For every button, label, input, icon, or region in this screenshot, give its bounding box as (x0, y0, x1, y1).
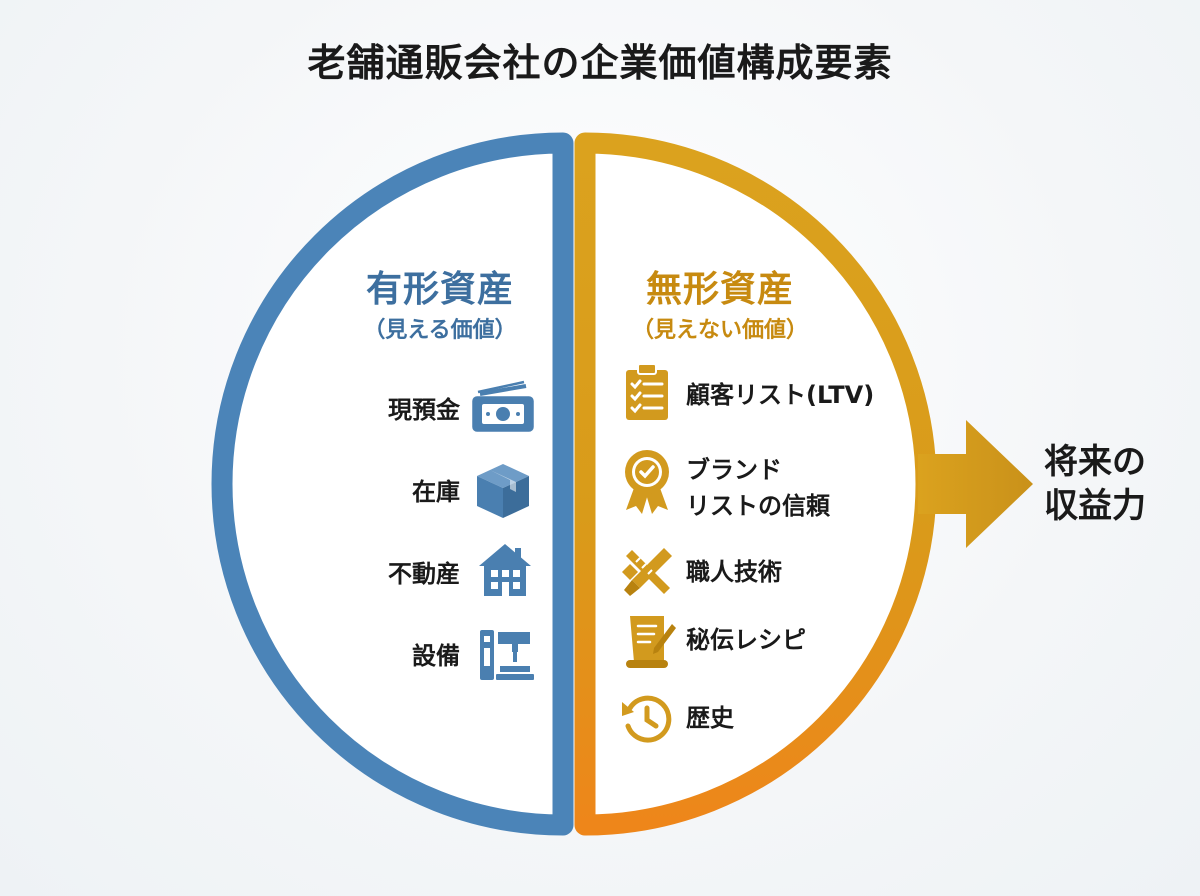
cash-icon (472, 380, 534, 432)
tangible-item-cash: 現預金 (388, 396, 460, 424)
tangible-item-equipment: 設備 (412, 642, 460, 670)
intangible-item-history: 歴史 (686, 704, 734, 732)
box-icon (477, 464, 529, 518)
tangible-item-real-estate: 不動産 (388, 560, 460, 588)
tangible-subheading: （見える価値） (363, 318, 517, 343)
intangible-heading: 無形資産 (645, 269, 794, 310)
tangible-item-inventory: 在庫 (412, 478, 460, 506)
page-title: 老舗通販会社の企業価値構成要素 (307, 41, 893, 85)
craft-tools-icon (622, 548, 672, 596)
clipboard-icon (626, 363, 668, 420)
future-earnings-label: 将来の 収益力 (1044, 440, 1174, 528)
brand-trust-line-2: リストの信頼 (686, 492, 830, 520)
scroll-icon (626, 616, 676, 668)
intangible-item-customer-list: 顧客リスト(LTV) (686, 381, 875, 409)
intangible-item-secret-recipe: 秘伝レシピ (686, 626, 806, 654)
future-line-1: 将来の (1044, 442, 1146, 482)
future-line-2: 収益力 (1044, 486, 1146, 526)
intangible-item-brand-trust: ブランド リストの信頼 (686, 452, 886, 524)
tangible-heading: 有形資産 (365, 269, 514, 310)
intangible-subheading: （見えない価値） (631, 318, 808, 343)
arrow-right-icon (918, 420, 1033, 548)
tangible-half-circle (211, 132, 574, 836)
machine-icon (480, 630, 534, 680)
history-icon (622, 695, 672, 743)
award-badge-icon (625, 450, 669, 514)
intangible-item-craftsmanship: 職人技術 (686, 558, 782, 586)
building-icon (479, 544, 531, 596)
brand-trust-line-1: ブランド (686, 456, 782, 484)
